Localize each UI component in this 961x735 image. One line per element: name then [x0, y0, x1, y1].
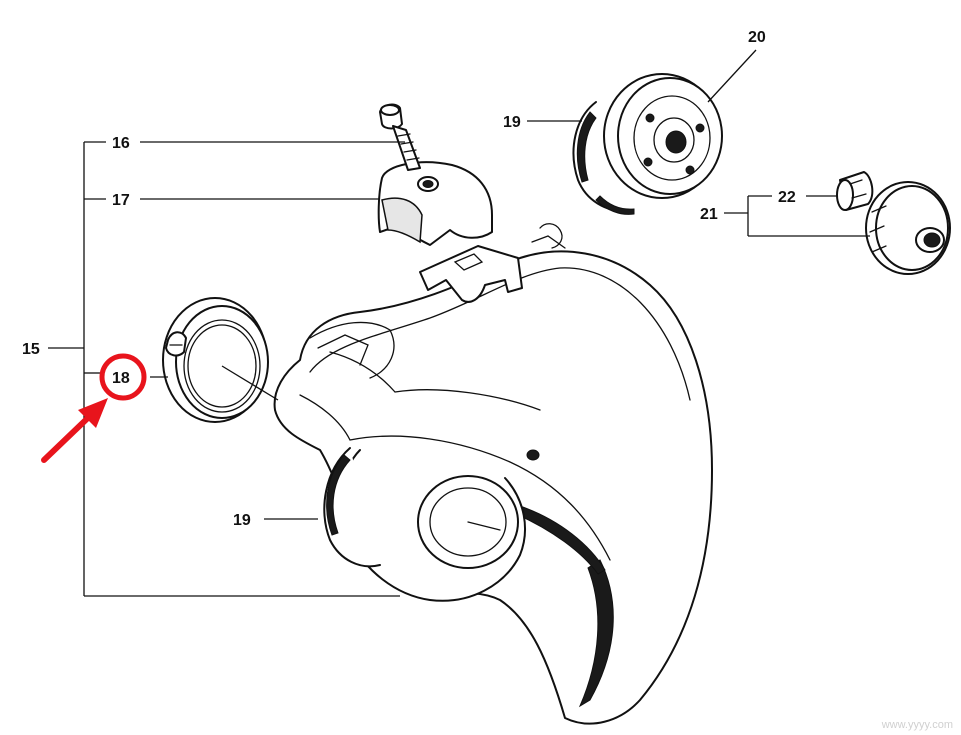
- callout-18: 18: [112, 370, 130, 387]
- highlight-ring: [99, 353, 147, 401]
- callout-22: 22: [778, 189, 796, 206]
- bearing-22: [836, 171, 874, 211]
- clutch-drum-21: [865, 181, 951, 275]
- highlight-arrow: [41, 398, 108, 463]
- callout-15: 15: [22, 341, 40, 358]
- screw: [379, 103, 421, 171]
- drum-opening: [340, 449, 526, 602]
- watermark: www.yyyy.com: [881, 719, 953, 731]
- belt-upper: [572, 101, 635, 215]
- leader-lines: [48, 49, 870, 597]
- pulley-20: [603, 73, 723, 199]
- seal-ring: [162, 297, 269, 423]
- belt-lower: [323, 447, 381, 568]
- callout-16: 16: [112, 135, 130, 152]
- clamp-block: [377, 161, 493, 246]
- callout-19-upper: 19: [503, 114, 521, 131]
- callout-21: 21: [700, 206, 718, 223]
- top-bracket: [419, 223, 566, 303]
- callout-20: 20: [748, 29, 766, 46]
- callout-17: 17: [112, 192, 130, 209]
- callout-19-lower: 19: [233, 512, 251, 529]
